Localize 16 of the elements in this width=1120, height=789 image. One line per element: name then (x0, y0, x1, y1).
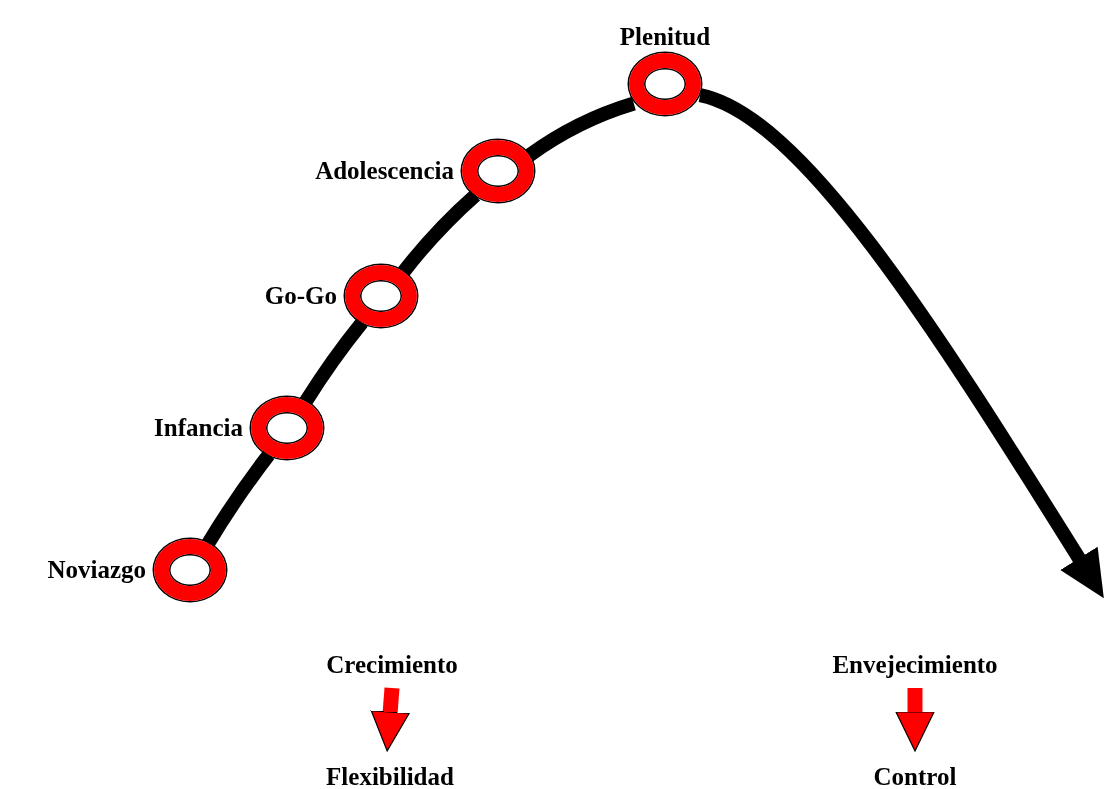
caption-text: Envejecimiento (832, 651, 998, 679)
caption-text: Flexibilidad (326, 763, 454, 789)
stage-label: Plenitud (619, 23, 711, 51)
block-arrow (370, 687, 410, 752)
block-arrow (895, 688, 935, 752)
stage-label: Infancia (154, 414, 243, 442)
stage-label: Go-Go (264, 282, 337, 310)
caption-text: Crecimiento (326, 651, 458, 679)
curve-line (525, 96, 636, 162)
stage-label: Noviazgo (47, 556, 146, 584)
curve-arrow (697, 88, 1104, 599)
curve-line (398, 189, 481, 277)
stage-label: Adolescencia (315, 157, 454, 185)
caption-text: Control (873, 763, 957, 789)
curve-line (202, 450, 275, 547)
curve-line (299, 318, 368, 406)
